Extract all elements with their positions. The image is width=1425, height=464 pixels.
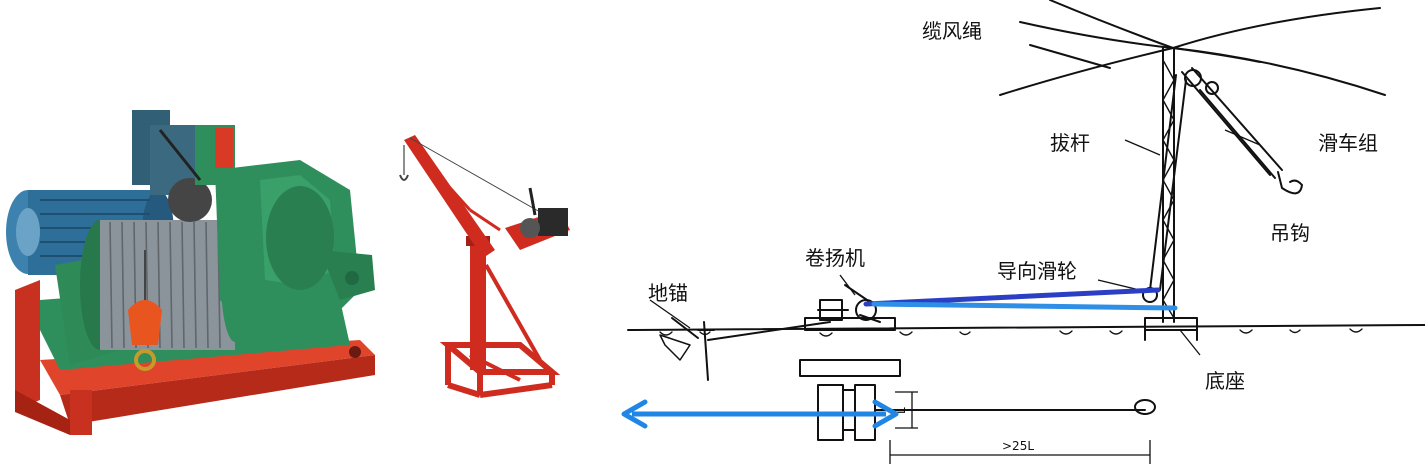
steel-rope-overlay (863, 287, 1161, 307)
label-guide-pulley: 导向滑轮 (997, 259, 1077, 283)
hook-icon (1277, 171, 1303, 195)
winch-gearbox (215, 160, 375, 330)
label-hook: 吊钩 (1270, 221, 1310, 245)
winch-side-view (804, 284, 896, 331)
double-arrow-icon (621, 399, 899, 429)
label-distance: >25L (1002, 439, 1034, 453)
label-pulley-block: 滑车组 (1318, 131, 1378, 155)
winch-red-frame (15, 280, 375, 435)
winch-cable-drum (80, 218, 249, 350)
dim-symbol: L (894, 407, 908, 414)
label-base: 底座 (1205, 369, 1245, 393)
winch-brake-assembly (132, 110, 235, 222)
label-ground-anchor: 地锚 (648, 281, 688, 305)
guy-ropes (999, 0, 1386, 96)
label-mast: 拔杆 (1050, 131, 1090, 155)
crane-jib (399, 135, 541, 258)
ground-line (627, 324, 1425, 337)
pulley-block-assembly (1149, 67, 1283, 291)
guide-line-overlay (871, 301, 1178, 311)
label-guy-rope: 缆风绳 (922, 19, 982, 43)
crane-winch-unit (505, 187, 570, 250)
dimension-lines (889, 391, 1151, 464)
leader-lines (649, 129, 1261, 356)
ground-anchor (659, 317, 831, 381)
label-winch: 卷扬机 (805, 246, 865, 270)
winch-plan-view (799, 359, 1156, 441)
mast-base (1144, 317, 1198, 341)
winch-hook-weight (128, 250, 162, 371)
